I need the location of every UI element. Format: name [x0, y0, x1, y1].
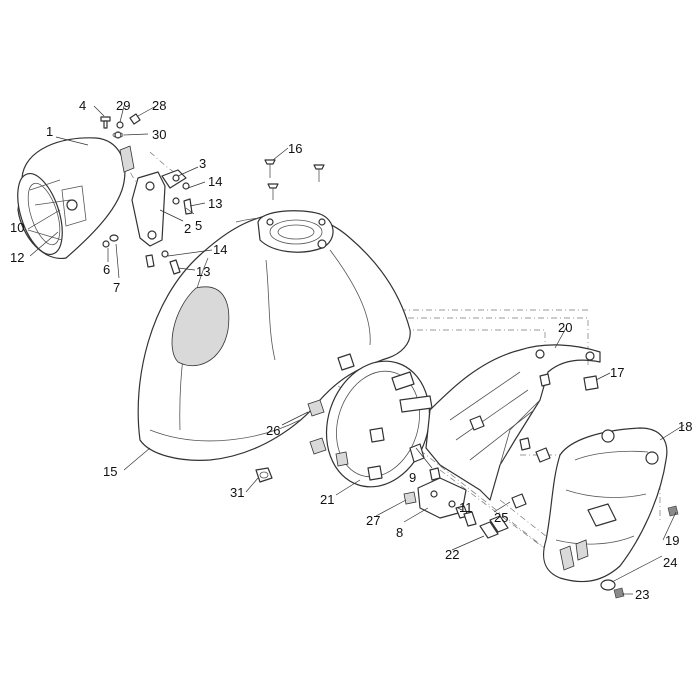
callout-23: 23 [635, 587, 649, 602]
fairing-screws [264, 159, 325, 200]
callout-29: 29 [116, 98, 130, 113]
headlight-bracket [131, 169, 187, 247]
callout-4: 4 [79, 98, 86, 113]
callout-24: 24 [663, 555, 677, 570]
callout-2: 2 [184, 221, 191, 236]
bolts [479, 447, 551, 539]
rear-cover [542, 427, 668, 583]
support-bracket [425, 344, 601, 501]
callout-14a: 14 [208, 174, 222, 189]
bracket-hardware [102, 182, 193, 275]
callout-labels: 1 2 3 4 5 6 7 8 9 10 11 12 13 13 14 14 1… [10, 98, 692, 602]
callout-14b: 14 [213, 242, 227, 257]
headlight-ring [325, 353, 433, 488]
callout-26: 26 [266, 423, 280, 438]
callout-7: 7 [113, 280, 120, 295]
callout-16: 16 [288, 141, 302, 156]
callout-21: 21 [320, 492, 334, 507]
callout-28: 28 [152, 98, 166, 113]
callout-17: 17 [610, 365, 624, 380]
callout-5: 5 [195, 218, 202, 233]
callout-1: 1 [46, 124, 53, 139]
spring-clips [307, 399, 417, 505]
callout-6: 6 [103, 262, 110, 277]
callout-18: 18 [678, 419, 692, 434]
callout-13a: 13 [208, 196, 222, 211]
callout-12: 12 [10, 250, 24, 265]
callout-30: 30 [152, 127, 166, 142]
nut-17 [583, 375, 599, 391]
callout-10: 10 [10, 220, 24, 235]
callout-13b: 13 [196, 264, 210, 279]
callout-9: 9 [409, 470, 416, 485]
callout-25: 25 [494, 510, 508, 525]
callout-20: 20 [558, 320, 572, 335]
front-fairing [137, 210, 411, 461]
callout-22: 22 [445, 547, 459, 562]
callout-3: 3 [199, 156, 206, 171]
callout-11: 11 [459, 500, 473, 515]
callout-19: 19 [665, 533, 679, 548]
callout-15: 15 [103, 464, 117, 479]
nut-31 [255, 467, 273, 483]
callout-8: 8 [396, 525, 403, 540]
leader-lines [27, 105, 685, 595]
small-bracket [417, 467, 477, 527]
headlight-housing [17, 137, 135, 259]
callout-31: 31 [230, 485, 244, 500]
callout-27: 27 [366, 513, 380, 528]
